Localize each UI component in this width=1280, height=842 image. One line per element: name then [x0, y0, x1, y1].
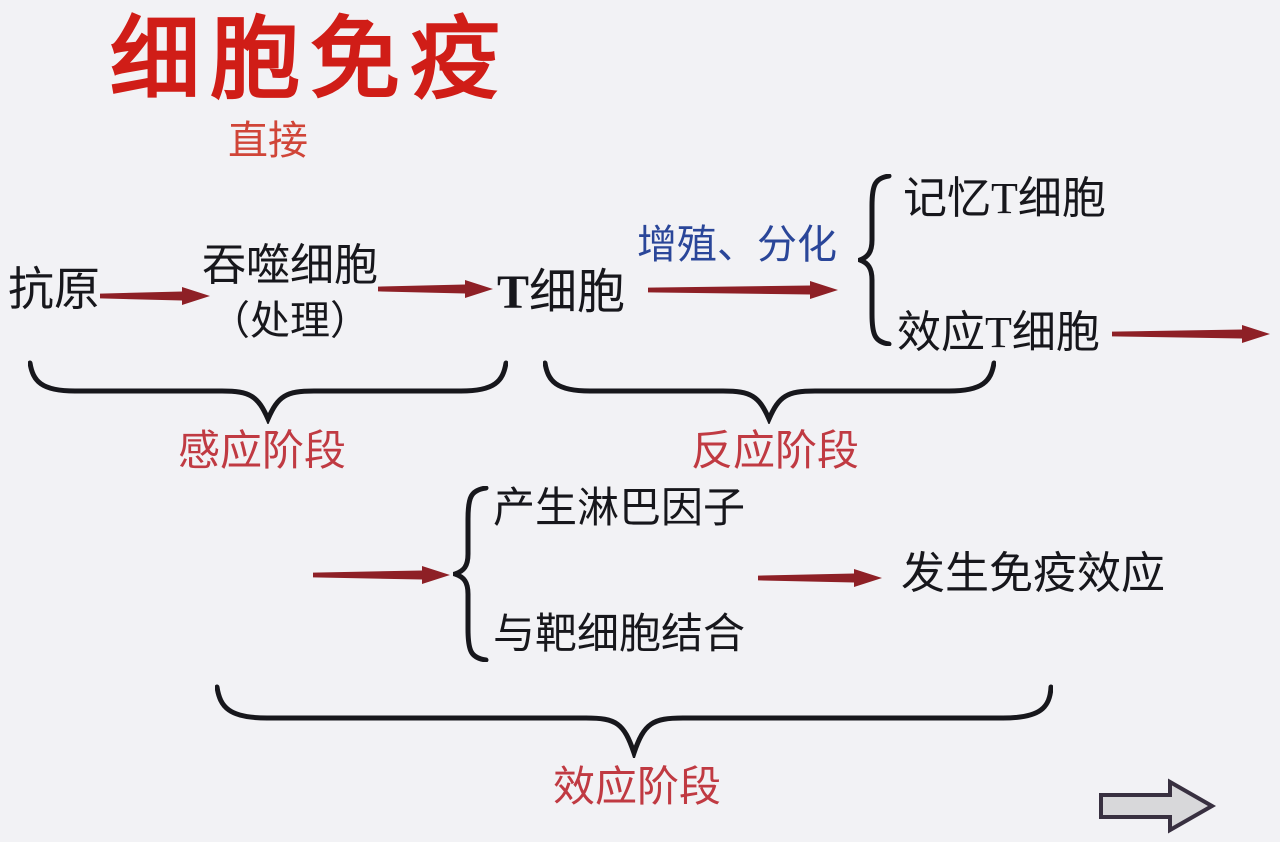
bind-target-cells-label: 与靶细胞结合 — [493, 612, 746, 658]
block-arrow-next-icon — [1099, 778, 1217, 834]
antigen-label: 抗原 — [8, 264, 100, 315]
effector-stage-label: 效应阶段 — [552, 765, 722, 811]
brace-sensing-stage — [28, 360, 508, 424]
arrow-to-immune-effect — [758, 569, 882, 587]
immune-effect-label: 发生免疫效应 — [901, 549, 1165, 598]
effector-t-cell-label: 效应T细胞 — [897, 308, 1100, 357]
phagocyte-line1: 吞噬细胞 — [202, 241, 378, 290]
phagocyte-line2: （处理） — [210, 297, 370, 343]
arrow-antigen-to-phagocyte — [100, 287, 210, 305]
reaction-stage-label: 反应阶段 — [690, 429, 860, 475]
arrow-phagocyte-to-tcell — [378, 280, 493, 298]
arrow-effector-tcell-out — [1112, 325, 1270, 343]
brace-effector-actions — [453, 486, 489, 662]
brace-reaction-stage — [543, 360, 996, 424]
brace-tcell-split — [858, 174, 892, 346]
memory-t-cell-label: 记忆T细胞 — [903, 174, 1106, 223]
t-cell-prefix: T — [497, 266, 530, 319]
page-title: 细胞免疫 — [110, 11, 510, 110]
arrow-tcell-proliferation — [648, 281, 838, 299]
sensing-stage-label: 感应阶段 — [177, 429, 347, 475]
t-cell-label: T细胞 — [497, 266, 626, 319]
proliferation-differentiation-label: 增殖、分化 — [637, 222, 837, 267]
t-cell-suffix: 细胞 — [529, 266, 626, 319]
produce-lymphokines-label: 产生淋巴因子 — [493, 486, 746, 532]
brace-effector-stage — [215, 684, 1053, 758]
arrow-into-effector-actions — [313, 566, 450, 584]
phagocyte-label: 吞噬细胞 （处理） — [202, 240, 378, 345]
subtitle-direct: 直接 — [228, 118, 308, 163]
